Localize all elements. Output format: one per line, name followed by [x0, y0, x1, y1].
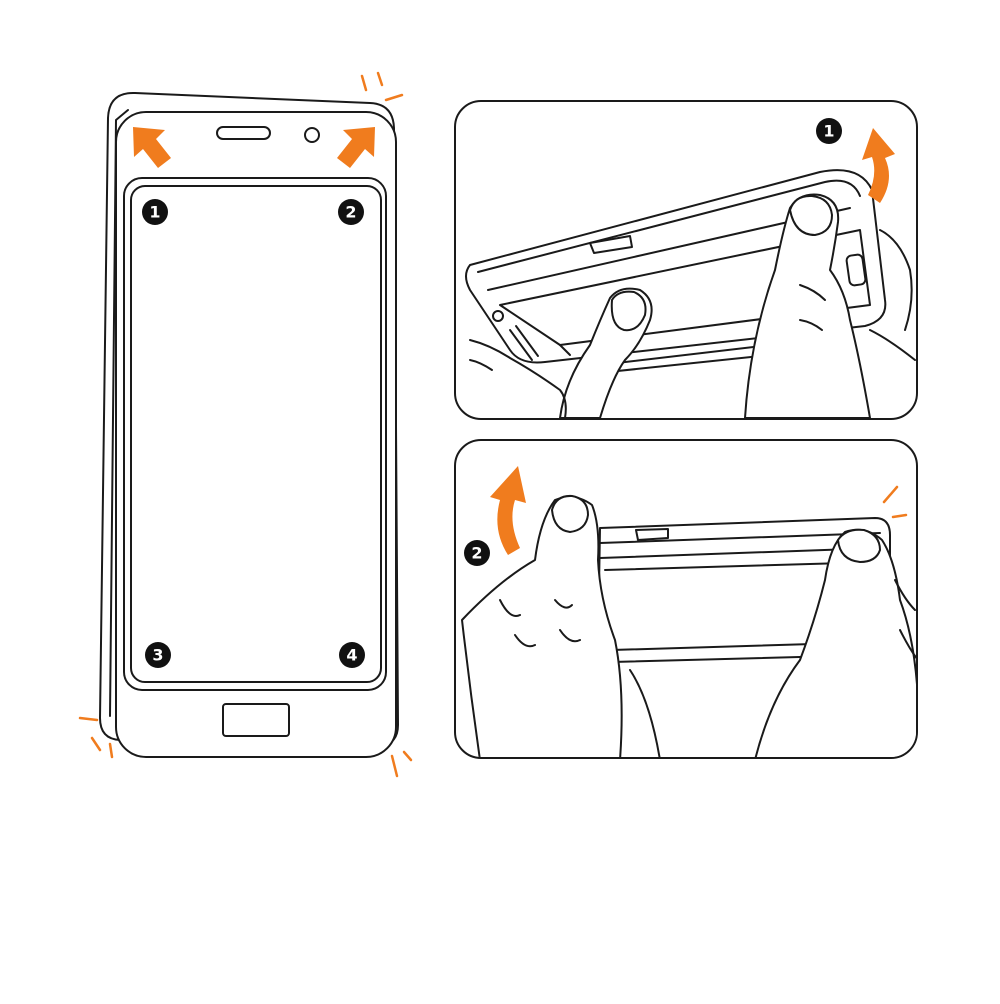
corner-badge-1: 1 [142, 199, 168, 225]
protector-back-inner [109, 109, 129, 717]
phone-illustration [99, 91, 399, 758]
corner-badge-2: 2 [338, 199, 364, 225]
right-hand [754, 528, 916, 757]
corner-badge-3: 3 [145, 642, 171, 668]
phone-body [115, 111, 397, 758]
curved-arrow-up-icon [490, 466, 526, 555]
badge-number: 1 [149, 203, 160, 222]
step-badge-top: 1 [816, 118, 842, 144]
curved-arrow-up-icon [862, 128, 895, 203]
badge-circle [338, 199, 364, 225]
badge-number: 3 [152, 646, 163, 665]
badge-circle [145, 642, 171, 668]
front-camera [304, 127, 320, 143]
speaker-slot [216, 126, 271, 140]
home-button [222, 703, 290, 737]
arrow-up-left-icon [133, 127, 171, 168]
phone-screen [123, 177, 387, 691]
badge-circle [339, 642, 365, 668]
step-number: 2 [471, 544, 482, 563]
step-badge-bottom: 2 [464, 540, 490, 566]
panel-bottom-scene [461, 494, 916, 757]
corner-markers: 1 2 3 4 [142, 199, 365, 668]
protector-inner-outline [130, 185, 382, 683]
badge-number: 4 [346, 646, 357, 665]
panel-top: 1 [454, 100, 918, 420]
phone-lift-arrows [133, 127, 375, 168]
badge-circle [142, 199, 168, 225]
corner-badge-4: 4 [339, 642, 365, 668]
left-hand [461, 495, 623, 757]
panel-top-scene [465, 169, 916, 418]
arrow-up-right-icon [337, 127, 375, 168]
impact-lines-icon [78, 71, 413, 778]
right-hand [744, 193, 871, 418]
tilted-phone [465, 169, 887, 364]
step-number: 1 [823, 122, 834, 141]
panel-bottom: 2 [454, 439, 918, 759]
impact-lines-icon [882, 485, 908, 519]
badge-number: 2 [345, 203, 356, 222]
